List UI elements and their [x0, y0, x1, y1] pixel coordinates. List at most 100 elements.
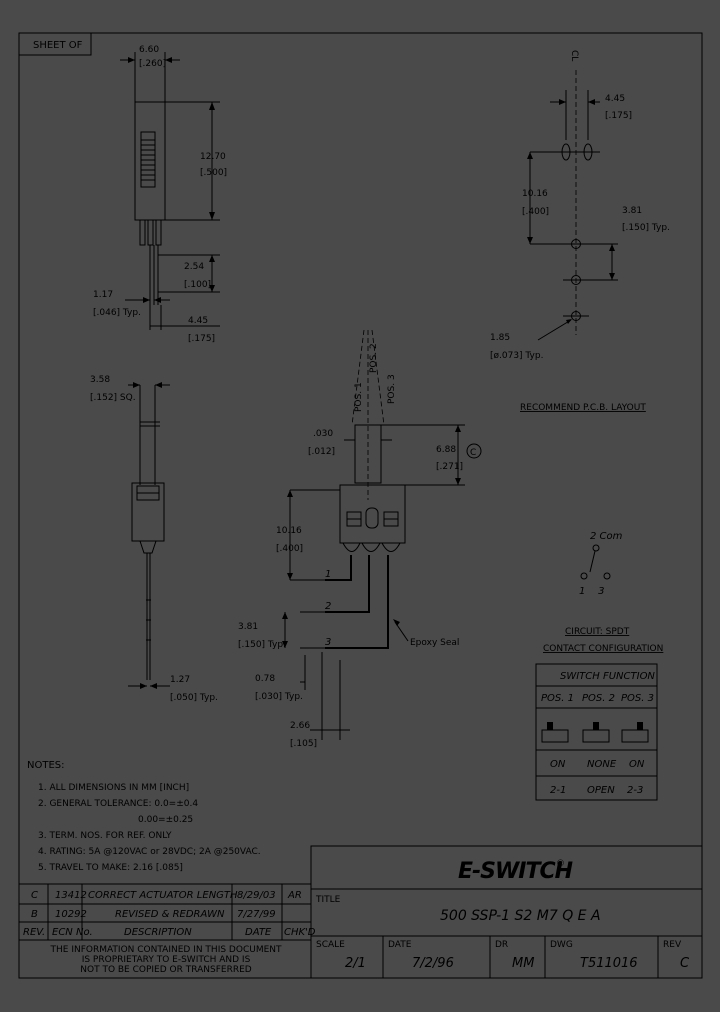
rev-c-desc: CORRECT ACTUATOR LENGTH — [88, 890, 238, 901]
sf-conn-3: 2-3 — [627, 785, 643, 796]
rev-c-mark: C — [470, 448, 476, 458]
dim-1016: 10.16 — [276, 526, 302, 536]
scale-value: 2/1 — [345, 956, 366, 971]
dim-117: 1.17 — [93, 290, 113, 300]
pcb-dim-381: 3.81 — [622, 206, 642, 216]
rev-b-desc: REVISED & REDRAWN — [115, 909, 225, 920]
proprietary-line-2: IS PROPRIETARY TO E-SWITCH AND IS — [82, 955, 251, 965]
terminal-1: 1 — [325, 569, 331, 580]
pcb-layout: CL 4.45 [.175] 10.16 [.400] 3.81 — [490, 50, 670, 413]
dim-660-in: [.260] — [139, 59, 166, 69]
dim-1016-in: [.400] — [276, 544, 303, 554]
side-view-top: 6.60 [.260] 12.70 [.500] — [93, 45, 227, 344]
dim-254: 2.54 — [184, 262, 204, 272]
pcb-dim-185-in: [ø.073] Typ. — [490, 351, 543, 361]
note-3: 3. TERM. NOS. FOR REF. ONLY — [38, 831, 172, 841]
dim-1270: 12.70 — [200, 152, 226, 162]
sf-position-icons — [541, 722, 649, 743]
rev-c-ecn: 13412 — [55, 890, 87, 901]
sheet-of-box — [18, 32, 92, 56]
pos-label-3: POS. 3 — [387, 374, 397, 404]
dim-254-in: [.100] — [184, 280, 211, 290]
pcb-dim-445-in: [.175] — [605, 111, 632, 121]
pcb-centerline-mark: CL — [569, 50, 579, 61]
note-1: 1. ALL DIMENSIONS IN MM [INCH] — [38, 783, 189, 793]
brand-reg-mark: ® — [556, 859, 565, 869]
rev-c-by: AR — [287, 890, 302, 901]
rev-header-desc: DESCRIPTION — [124, 927, 192, 938]
circuit-title-2: CONTACT CONFIGURATION — [543, 644, 663, 654]
proprietary-line-3: NOT TO BE COPIED OR TRANSFERRED — [80, 965, 252, 975]
rev-header-date: DATE — [245, 927, 272, 938]
dim-030-in: [.012] — [308, 447, 335, 457]
pos-label-2: POS. 2 — [369, 343, 379, 373]
dr-label: DR — [495, 940, 508, 950]
rev-header-rev: REV. — [23, 927, 45, 938]
circuit-terminals: 1 3 — [579, 586, 604, 597]
sf-conn-2: OPEN — [587, 785, 615, 796]
circuit-diagram: 2 Com 1 3 CIRCUIT: SPDT CONTACT CONFIGUR… — [543, 531, 663, 654]
title-block: E-SWITCH ® TITLE 500 SSP-1 S2 M7 Q E A S… — [310, 845, 703, 979]
sf-header-3: POS. 3 — [621, 693, 654, 704]
dim-1270-in: [.500] — [200, 168, 227, 178]
rev-c-date: 8/29/03 — [237, 890, 276, 901]
sf-on-1: ON — [550, 759, 566, 770]
switch-function-title: SWITCH FUNCTION — [560, 671, 655, 682]
dim-381-in: [.150] Typ. — [238, 640, 286, 650]
revision-block: C 13412 CORRECT ACTUATOR LENGTH 8/29/03 … — [18, 883, 316, 979]
rev-label: REV — [663, 940, 682, 950]
sf-on-2: NONE — [587, 759, 617, 770]
rev-value: C — [680, 956, 690, 971]
note-5: 5. TRAVEL TO MAKE: 2.16 [.085] — [38, 863, 183, 873]
dr-value: MM — [512, 956, 534, 971]
pcb-dim-185: 1.85 — [490, 333, 510, 343]
date-value: 7/2/96 — [412, 956, 454, 971]
dim-117-in: [.046] Typ. — [93, 308, 141, 318]
main-view: POS. 1 POS. 2 POS. 3 .030 [.012] 6.88 [.… — [238, 329, 482, 749]
dim-660: 6.60 — [139, 45, 159, 55]
brand-logo: E-SWITCH — [458, 859, 573, 884]
terminal-2: 2 — [325, 601, 331, 612]
pos-label-1: POS. 1 — [354, 382, 364, 412]
scale-label: SCALE — [316, 940, 345, 950]
rev-b-letter: B — [31, 909, 38, 920]
proprietary-line-1: THE INFORMATION CONTAINED IN THIS DOCUME… — [50, 945, 282, 955]
dim-078: 0.78 — [255, 674, 275, 684]
note-2: 2. GENERAL TOLERANCE: 0.0=±0.4 — [38, 799, 198, 809]
rev-header-ecn: ECN No. — [52, 927, 93, 938]
circuit-title-1: CIRCUIT: SPDT — [565, 627, 630, 637]
dwg-label: DWG — [550, 940, 573, 950]
circuit-com-label: 2 Com — [590, 531, 623, 542]
dwg-value: T511016 — [580, 956, 638, 971]
rev-c-letter: C — [31, 890, 38, 901]
date-label: DATE — [388, 940, 412, 950]
notes-title: NOTES: — [27, 760, 65, 771]
sf-on-3: ON — [629, 759, 645, 770]
note-2b: 0.00=±0.25 — [138, 815, 193, 825]
sf-conn-1: 2-1 — [550, 785, 566, 796]
sf-header-2: POS. 2 — [582, 693, 615, 704]
dim-688: 6.88 — [436, 445, 456, 455]
dim-445: 4.45 — [188, 316, 208, 326]
rev-header-chkd: CHK'D — [284, 927, 316, 938]
pcb-title: RECOMMEND P.C.B. LAYOUT — [520, 403, 646, 413]
rev-b-date: 7/27/99 — [237, 909, 276, 920]
terminal-3: 3 — [325, 637, 331, 648]
dim-127: 1.27 — [170, 675, 190, 685]
dim-266-in: [.105] — [290, 739, 317, 749]
title-label: TITLE — [315, 895, 341, 905]
sheet-of-label: SHEET OF — [33, 40, 83, 51]
knurl-lines — [141, 139, 155, 181]
dim-266: 2.66 — [290, 721, 310, 731]
switch-function-table: SWITCH FUNCTION POS. 1 POS. 2 POS. 3 ON … — [535, 663, 658, 801]
dim-381: 3.81 — [238, 622, 258, 632]
pcb-dim-1016: 10.16 — [522, 189, 548, 199]
front-view: 3.58 [.152] SQ. 1.27 [.050] Typ. — [90, 375, 218, 703]
dim-358-in: [.152] SQ. — [90, 393, 136, 403]
notes: NOTES: 1. ALL DIMENSIONS IN MM [INCH] 2.… — [27, 760, 261, 873]
rev-b-ecn: 10292 — [55, 909, 87, 920]
drawing-title: 500 SSP-1 S2 M7 Q E A — [440, 908, 601, 924]
dim-127-in: [.050] Typ. — [170, 693, 218, 703]
switch-body-main — [339, 484, 406, 544]
